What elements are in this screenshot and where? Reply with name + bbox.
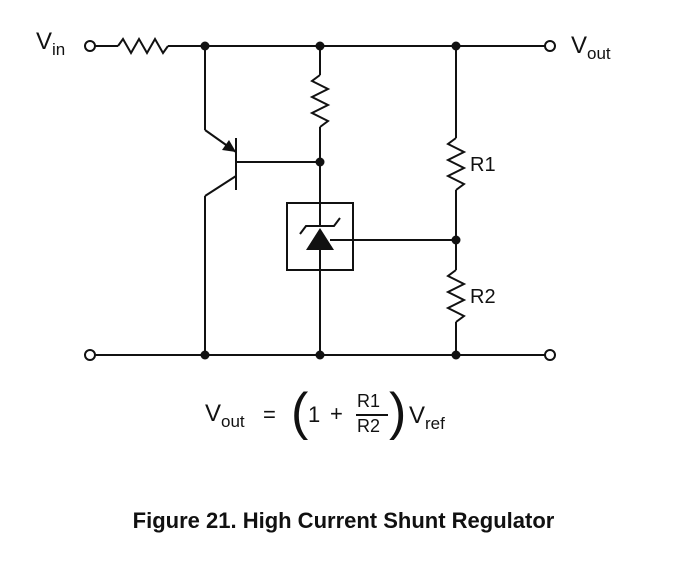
formula-plus: + [330, 401, 343, 426]
input-resistor [117, 36, 169, 56]
fraction-bar [356, 414, 388, 416]
vin-terminal [84, 40, 96, 52]
junction-dot [451, 41, 461, 51]
shunt-cathode-bar [299, 217, 341, 235]
formula-vref: Vref [409, 402, 445, 433]
junction-dot [315, 41, 325, 51]
transistor-collector [204, 175, 237, 197]
junction-dot [315, 350, 325, 360]
junction-dot [200, 41, 210, 51]
junction-dot [315, 157, 325, 167]
formula-open-paren: ( [291, 383, 309, 441]
formula-numerator: R1 [357, 391, 381, 411]
bias-resistor [309, 74, 331, 128]
ground-terminal-left [84, 349, 96, 361]
formula-equals: = [263, 402, 276, 427]
vout-terminal [544, 40, 556, 52]
vout-label: Vout [571, 32, 611, 63]
junction-dot [200, 350, 210, 360]
junction-dot [451, 350, 461, 360]
formula-close-paren: ) [389, 383, 407, 441]
ground-terminal-right [544, 349, 556, 361]
junction-dot [451, 235, 461, 245]
shunt-regulator-symbol [299, 217, 341, 250]
shunt-triangle [306, 228, 334, 250]
r1-label: R1 [470, 154, 496, 176]
r2-resistor [445, 269, 467, 323]
formula-denominator: R2 [357, 416, 381, 436]
figure-caption: Figure 21. High Current Shunt Regulator [132, 508, 555, 533]
vin-label: Vin [36, 28, 66, 59]
r1-resistor [445, 137, 467, 191]
formula-one: 1 [308, 402, 321, 427]
formula-lhs: Vout [205, 400, 245, 431]
r2-label: R2 [470, 286, 496, 308]
output-voltage-formula: Vout = ( 1 + R1 R2 ) Vref [205, 383, 495, 448]
transistor-arrow [222, 140, 236, 152]
